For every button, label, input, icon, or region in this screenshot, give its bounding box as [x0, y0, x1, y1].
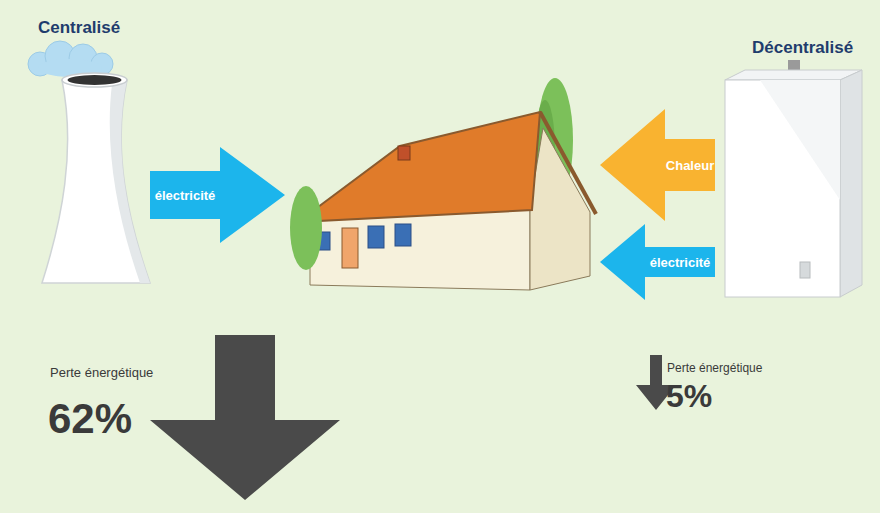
- boiler: Décentralisé: [715, 30, 870, 300]
- tree: [290, 186, 322, 270]
- boiler-front: [725, 80, 840, 297]
- electricity-arrow: [600, 224, 715, 300]
- node-heading: Décentralisé: [752, 38, 853, 58]
- house: [290, 78, 596, 290]
- boiler-highlight: [760, 80, 840, 200]
- door: [342, 228, 358, 268]
- window: [368, 226, 384, 248]
- loss-percentage: 5%: [666, 380, 712, 412]
- loss-arrow: [636, 355, 676, 410]
- loss-caption: Perte énergétique: [50, 366, 153, 379]
- boiler-top: [725, 70, 862, 80]
- boiler-control: [800, 262, 810, 278]
- tower-rim: [62, 73, 127, 87]
- chimney: [398, 146, 410, 160]
- roof-edge: [540, 112, 596, 214]
- house: [285, 70, 600, 295]
- loss-caption: Perte énergétique: [667, 362, 762, 374]
- flow-label: électricité: [155, 188, 216, 203]
- flow-label: Chaleur: [666, 158, 714, 173]
- loss-arrow: [150, 335, 340, 500]
- boiler-side: [840, 70, 862, 297]
- window: [395, 224, 411, 246]
- tower-body: [42, 80, 150, 283]
- heat-arrow: [600, 109, 715, 221]
- tower-opening: [68, 75, 122, 85]
- node-heading: Centralisé: [38, 18, 120, 38]
- loss-percentage: 62%: [48, 398, 132, 440]
- flow-label: électricité: [650, 255, 711, 270]
- cooling-tower: [42, 73, 150, 283]
- electricity-arrow: [150, 147, 285, 243]
- tower-shade: [110, 80, 150, 283]
- power-plant: Centralisé: [15, 12, 150, 287]
- steam-cloud: [28, 41, 113, 77]
- house-roof: [298, 112, 540, 222]
- boiler: [725, 60, 862, 297]
